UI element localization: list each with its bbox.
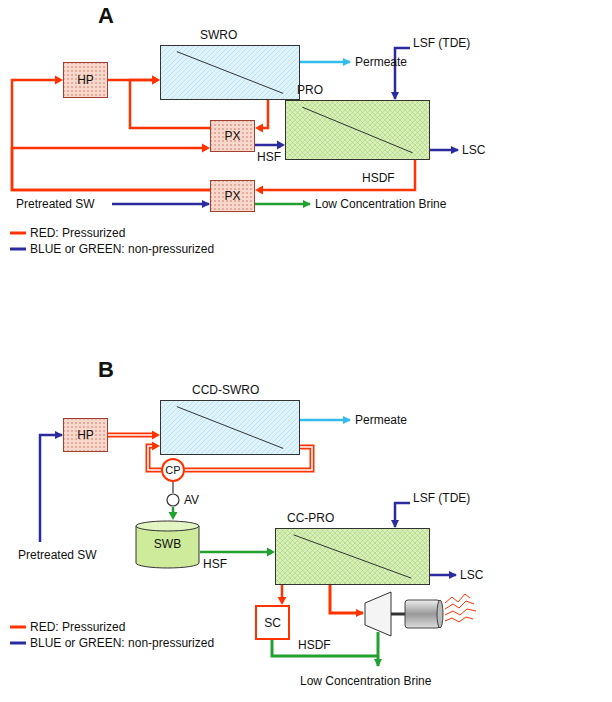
flow-connector [148, 442, 161, 471]
pipe-line [12, 148, 210, 190]
arrow-head [278, 597, 287, 605]
node-shape [166, 493, 180, 507]
node-shape [285, 100, 430, 160]
flow-connector [173, 482, 174, 493]
node-label: CCD-SWRO [192, 383, 259, 397]
flow-label: Permeate [355, 55, 407, 69]
flow-connector [169, 507, 178, 520]
flow-label: LSF (TDE) [413, 491, 470, 505]
arrow-head [169, 512, 178, 520]
arrow-head [202, 144, 210, 153]
arrow-head [152, 431, 160, 440]
node-shape [160, 400, 300, 455]
legend-swatch [10, 232, 26, 235]
flow-label: Permeate [355, 413, 407, 427]
flow-node: PX [210, 120, 255, 152]
flow-label: HSDF [298, 638, 331, 652]
node-label: SC [264, 616, 281, 630]
pipe-core [148, 446, 161, 470]
flow-label: HSF [203, 557, 227, 571]
node-label: PRO [297, 83, 323, 97]
node-shape [275, 528, 430, 585]
node-label: CC-PRO [287, 511, 334, 525]
arrow-head [152, 442, 160, 451]
legend-swatch [10, 248, 26, 251]
arrow-head [255, 186, 263, 195]
flow-node: CCD-SWRO [160, 400, 300, 455]
pipe-outline [108, 433, 154, 438]
flow-label: LSC [460, 568, 483, 582]
flow-label: LSC [462, 143, 485, 157]
flow-connector [200, 548, 275, 557]
pipe-core [108, 434, 154, 436]
node-label: SWRO [200, 28, 237, 42]
flow-label: Low Concentration Brine [315, 197, 446, 211]
flow-node: PRO [285, 100, 430, 160]
flow-label: HSDF [362, 171, 395, 185]
flow-node: SWRO [160, 45, 300, 100]
legend-swatch [10, 626, 26, 629]
pipe-line [281, 585, 284, 599]
flow-label: Pretreated SW [16, 197, 95, 211]
legend-text: BLUE or GREEN: non-pressurized [30, 636, 214, 650]
arrow-head [152, 76, 160, 85]
flow-connector [255, 100, 268, 133]
pipe-line [172, 482, 173, 493]
node-shape [160, 45, 300, 100]
flow-node: CC-PRO [275, 528, 430, 585]
flow-connector [255, 160, 415, 195]
legend-text: RED: Pressurized [30, 226, 125, 240]
flow-connector [278, 585, 287, 605]
arrow-head [55, 76, 63, 85]
flow-connector [108, 431, 160, 440]
arrow-head [267, 548, 275, 557]
pipe-line [261, 160, 415, 190]
flow-connector [12, 144, 210, 191]
flow-node: CP [161, 458, 185, 482]
legend-text: BLUE or GREEN: non-pressurized [30, 242, 214, 256]
node-label: HP [77, 428, 94, 442]
flow-node: HP [63, 418, 108, 452]
node-label: AV [184, 493, 199, 507]
legend-text: RED: Pressurized [30, 620, 125, 634]
pipe-line [255, 144, 279, 147]
node-label: PX [224, 189, 240, 203]
legend-swatch [10, 642, 26, 645]
flow-node: AV [166, 493, 180, 507]
arrow-head [152, 76, 160, 85]
arrow-head [255, 124, 263, 133]
panel-letter: A [98, 4, 114, 28]
pipe-line [261, 100, 268, 128]
flow-connector [255, 141, 285, 150]
flow-node: SWB [135, 520, 200, 568]
flow-node: PX [210, 180, 255, 212]
flow-node: SC [255, 605, 290, 640]
pipe-outline [148, 446, 161, 470]
node-label: SWB [154, 537, 181, 551]
flow-label: Low Concentration Brine [300, 674, 431, 688]
pipe-line [200, 551, 269, 554]
flow-node: HP [63, 62, 108, 98]
flow-label: HSF [257, 150, 281, 164]
flow-label: Pretreated SW [18, 548, 97, 562]
node-label: CP [165, 463, 180, 477]
panel-letter: B [98, 358, 114, 382]
node-label: HP [77, 73, 94, 87]
arrow-head [277, 141, 285, 150]
flow-label: LSF (TDE) [413, 36, 470, 50]
node-label: PX [224, 129, 240, 143]
